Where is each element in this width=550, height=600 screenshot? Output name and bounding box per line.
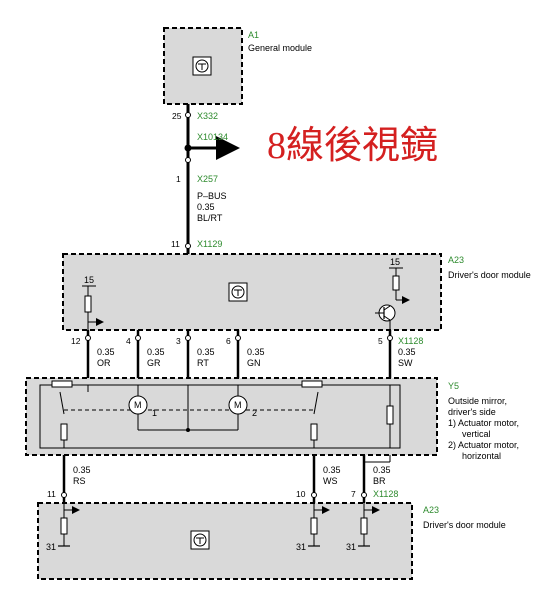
connector-x332: X332: [197, 111, 218, 121]
wire-size: 0.35: [247, 347, 265, 357]
wire-size: 0.35: [197, 347, 215, 357]
a23-bottom-name: Driver's door module: [423, 520, 506, 530]
p-bus-wire: [184, 104, 240, 254]
motor-symbol-label: M: [234, 400, 242, 410]
wire-color: WS: [323, 476, 338, 486]
wire-pin: 12: [71, 336, 81, 346]
bus-size: 0.35: [197, 202, 215, 212]
wire-size: 0.35: [373, 465, 391, 475]
y5-name-2: driver's side: [448, 407, 496, 417]
wire-color: GN: [247, 358, 261, 368]
ground-31: 31: [46, 542, 56, 552]
bus-pin-x1129: 11: [171, 239, 180, 249]
bus-name: P–BUS: [197, 191, 227, 201]
terminal-15-right: 15: [390, 257, 400, 267]
bus-color: BL/RT: [197, 213, 223, 223]
lower-wire-labels: 0.35 RS 11 0.35 WS 10 0.35 BR 7 X1128: [47, 465, 398, 499]
motor-2-label: 2: [252, 408, 257, 418]
wire-size: 0.35: [323, 465, 341, 475]
a23-top-name: Driver's door module: [448, 270, 531, 280]
lower-wires: [61, 455, 391, 503]
wire-pin: 3: [176, 336, 181, 346]
overlay-title: 8線後視鏡: [267, 125, 438, 167]
a1-name: General module: [248, 43, 312, 53]
bus-pin-x257: 1: [176, 174, 181, 184]
a23-top-id: A23: [448, 255, 464, 265]
wire-color: RT: [197, 358, 209, 368]
motor-symbol-label: M: [134, 400, 142, 410]
door-module-bottom: [37, 502, 413, 580]
y5-item1-2: vertical: [462, 429, 491, 439]
wire-color: SW: [398, 358, 413, 368]
y5-id: Y5: [448, 381, 459, 391]
terminal-15-left: 15: [84, 275, 94, 285]
y5-item2-1: 2) Actuator motor,: [448, 440, 519, 450]
bus-pin-a1: 25: [172, 111, 182, 121]
wire-color: GR: [147, 358, 161, 368]
a23-bottom-id: A23: [423, 505, 439, 515]
wire-size: 0.35: [73, 465, 91, 475]
wire-color: OR: [97, 358, 111, 368]
y5-item2-2: horizontal: [462, 451, 501, 461]
general-module: A1 General module: [163, 27, 312, 105]
wire-size: 0.35: [398, 347, 416, 357]
upper-wires: [85, 330, 393, 378]
connector-x1128-bottom: X1128: [373, 489, 398, 499]
connector-x10134: X10134: [197, 132, 228, 142]
wire-pin: 10: [296, 489, 306, 499]
motor-1-label: 1: [152, 408, 157, 418]
outside-mirror: M M: [25, 377, 438, 456]
wire-pin: 4: [126, 336, 131, 346]
connector-x257: X257: [197, 174, 218, 184]
y5-name-1: Outside mirror,: [448, 396, 507, 406]
module-symbol-icon: [231, 285, 245, 299]
wire-color: BR: [373, 476, 386, 486]
ground-31: 31: [346, 542, 356, 552]
connector-x1128-top: X1128: [398, 336, 423, 346]
y5-item1-1: 1) Actuator motor,: [448, 418, 519, 428]
wire-color: RS: [73, 476, 86, 486]
door-module-top: [62, 253, 442, 338]
wire-pin: 7: [351, 489, 356, 499]
wire-pin: 5: [378, 336, 383, 346]
wire-size: 0.35: [97, 347, 115, 357]
wire-pin: 6: [226, 336, 231, 346]
a1-id: A1: [248, 30, 259, 40]
ground-31: 31: [296, 542, 306, 552]
module-symbol-icon: [195, 59, 209, 73]
upper-wire-labels: 12 0.35 OR 4 0.35 GR 3 0.35 RT 6 0.35 GN…: [71, 336, 423, 368]
connector-x1129: X1129: [197, 239, 222, 249]
module-symbol-icon: [193, 533, 207, 547]
wire-size: 0.35: [147, 347, 165, 357]
wire-pin: 11: [47, 489, 56, 499]
